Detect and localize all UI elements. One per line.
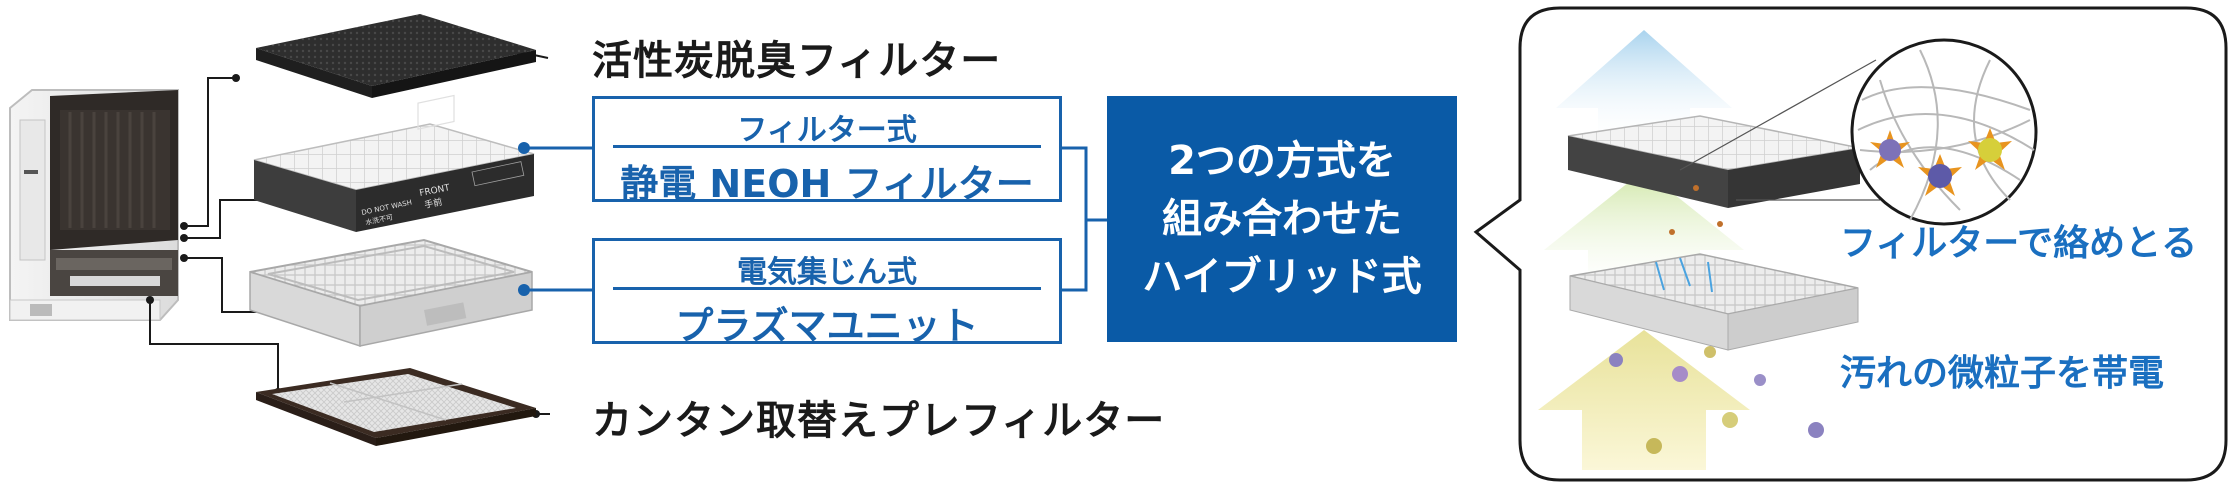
zoom-lens xyxy=(1679,38,2038,226)
carbon-filter-panel xyxy=(256,14,536,98)
filter-method-box: フィルター式 静電 NEOH フィルター xyxy=(592,96,1062,206)
bubble-plasma-slice xyxy=(1569,253,1859,351)
plasma-unit-panel xyxy=(249,238,533,348)
plasma-method-rule xyxy=(613,287,1041,290)
plasma-unit-name: プラズマユニット xyxy=(675,304,979,348)
filter-method-rule xyxy=(613,145,1041,148)
blue-connectors xyxy=(524,146,1107,292)
airflow-arrows xyxy=(1538,30,1750,470)
hybrid-line-3: ハイブリッド式 xyxy=(1142,254,1422,300)
dust-particles xyxy=(1609,185,1824,454)
plasma-method-title: 電気集じん式 xyxy=(737,255,917,290)
connector-dots xyxy=(146,48,540,418)
air-purifier-device xyxy=(9,89,179,321)
plasma-method-box: 電気集じん式 プラズマユニット xyxy=(592,238,1062,348)
hybrid-method-box: 2つの方式を 組み合わせた ハイブリッド式 xyxy=(1107,96,1457,342)
neoh-filter-panel: FRONT 手前 DO NOT WASH 水洗不可 xyxy=(253,94,535,232)
bubble-filter-slice xyxy=(1567,115,1861,208)
filter-method-title: フィルター式 xyxy=(737,113,917,148)
connector-lines xyxy=(149,51,550,415)
neoh-filter-name: 静電 NEOH フィルター xyxy=(620,162,1034,206)
hybrid-line-1: 2つの方式を xyxy=(1168,138,1396,184)
charged-particles xyxy=(1870,128,2012,196)
hybrid-line-2: 組み合わせた xyxy=(1162,196,1402,242)
carbon-filter-label: 活性炭脱臭フィルター xyxy=(592,38,1002,84)
pre-filter-panel xyxy=(256,368,536,446)
blue-connector-dots xyxy=(518,142,530,296)
charge-caption: 汚れの微粒子を帯電 xyxy=(1840,353,2165,394)
pre-filter-label: カンタン取替えプレフィルター xyxy=(592,398,1166,444)
filter-front-sub: 手前 xyxy=(423,196,443,211)
capture-caption: フィルターで絡めとる xyxy=(1840,223,2198,264)
